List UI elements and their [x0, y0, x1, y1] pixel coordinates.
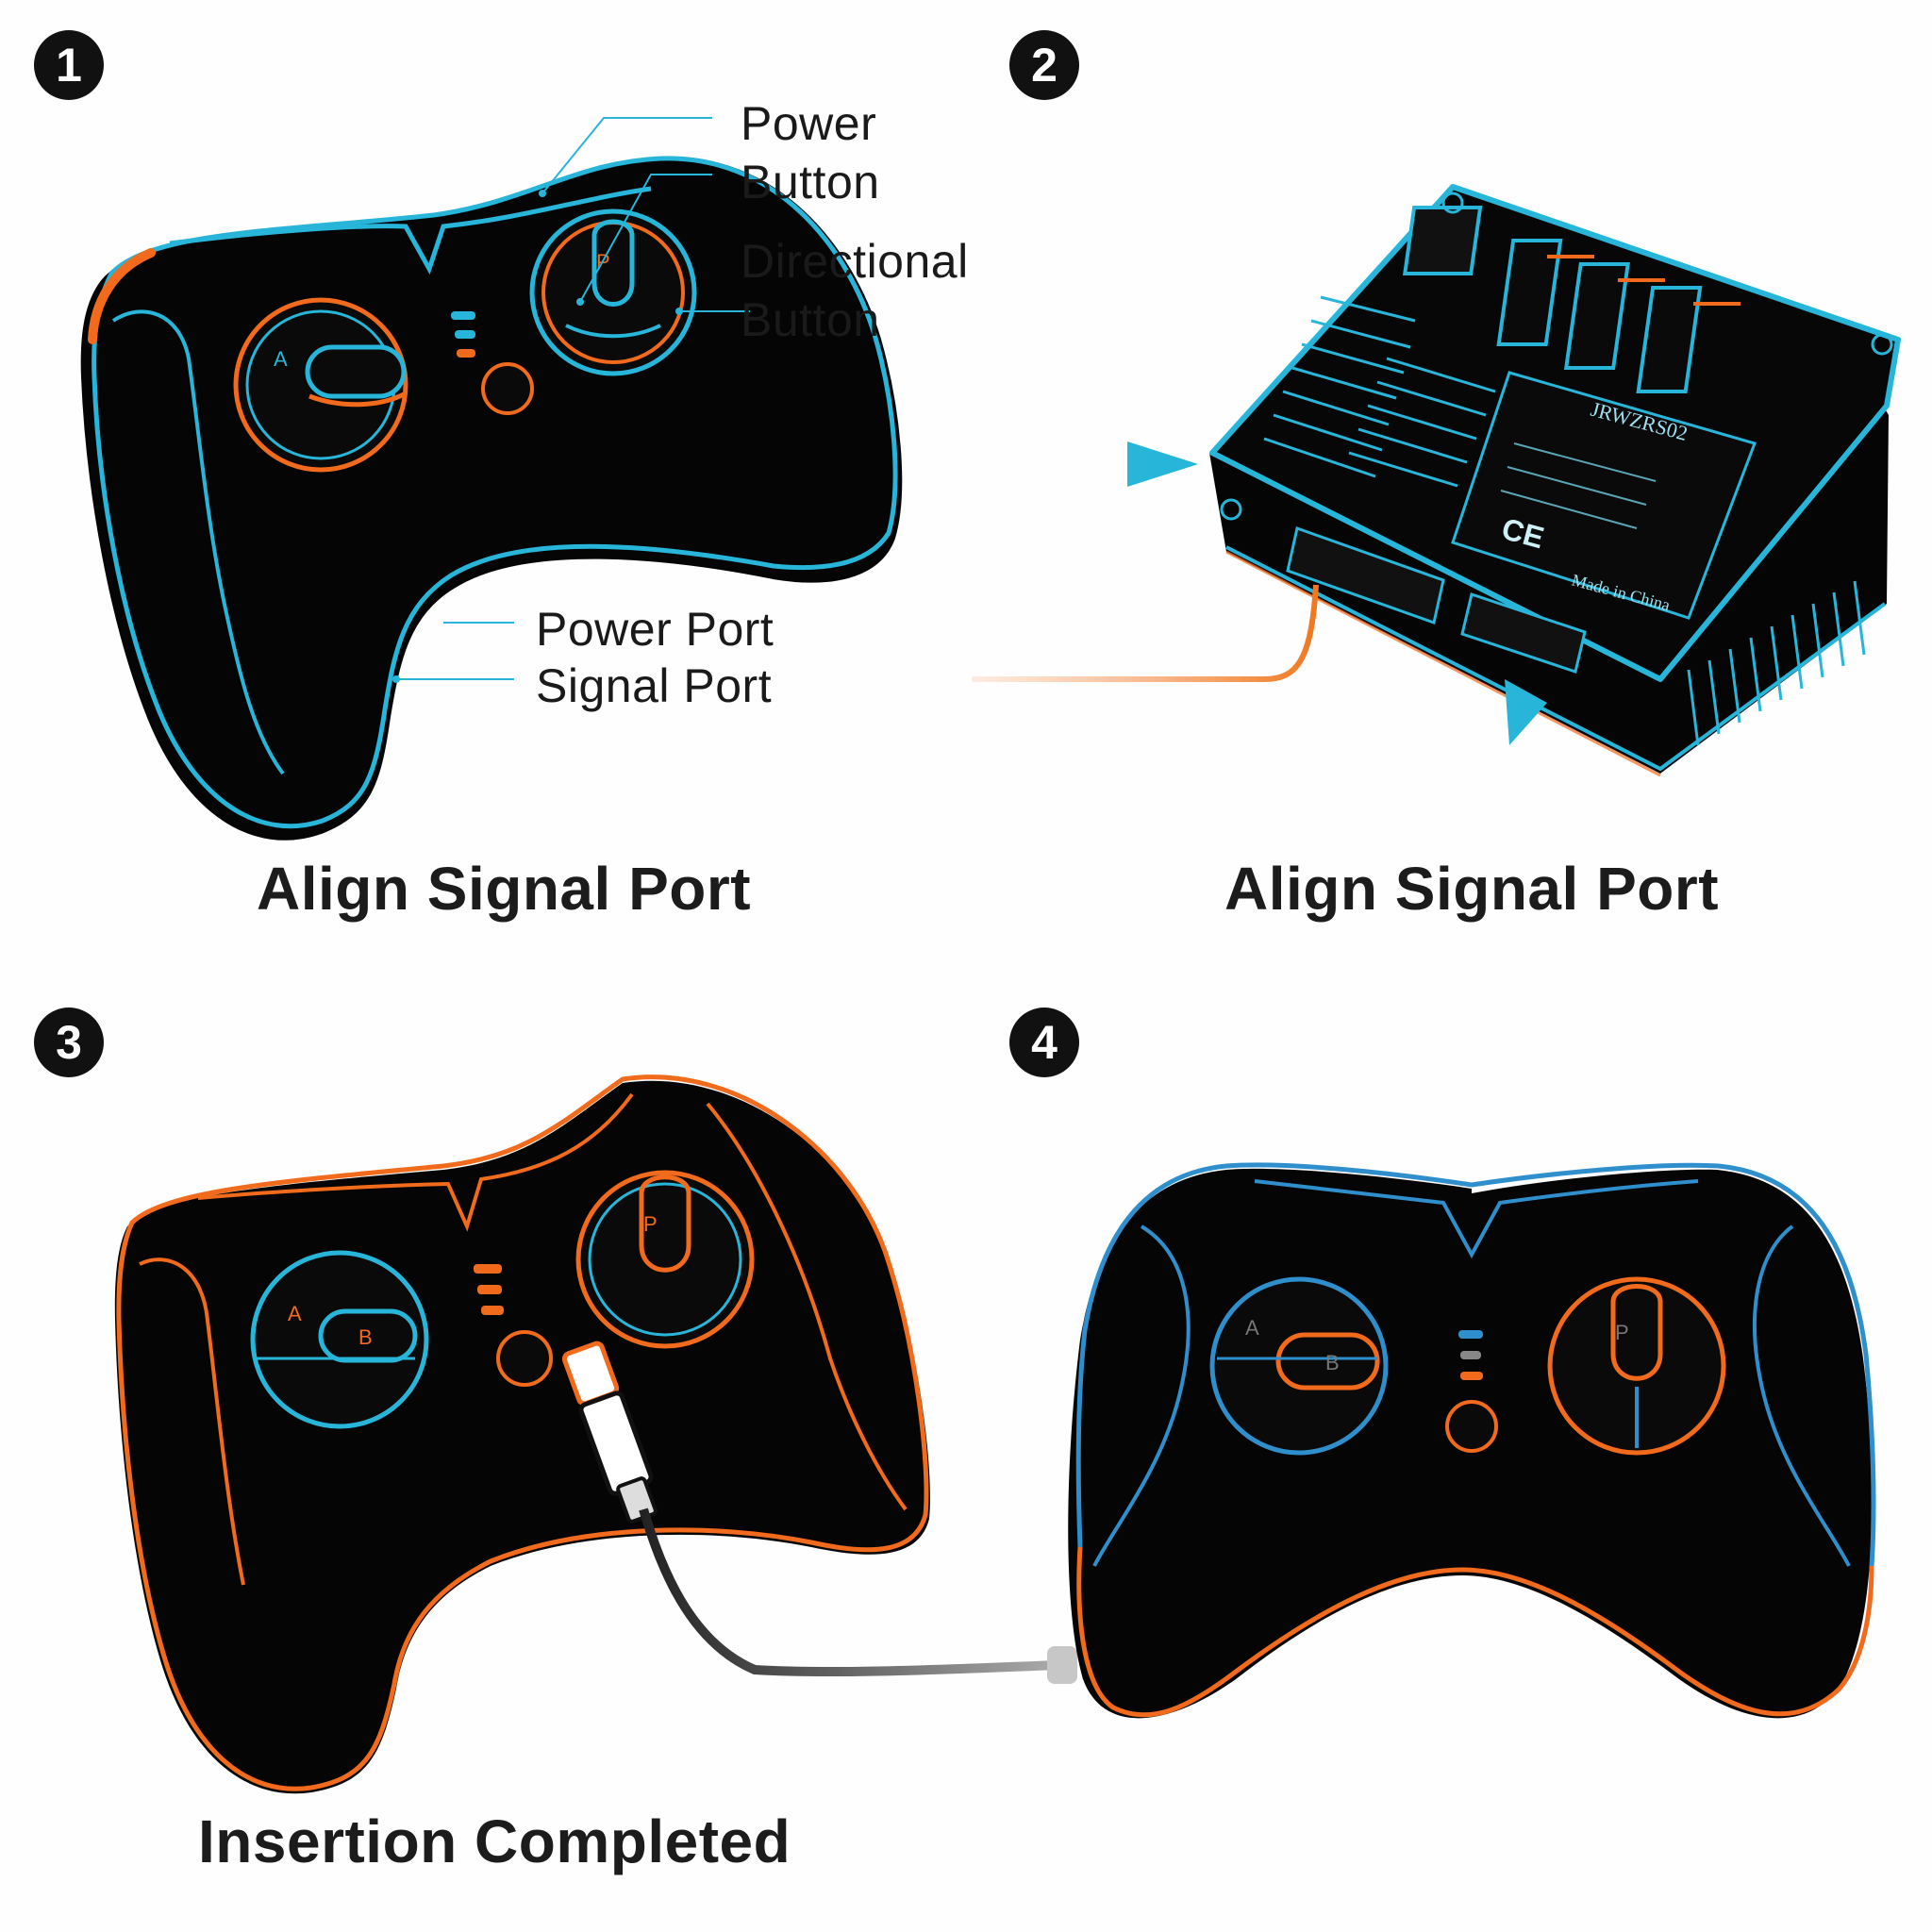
step-2-control-module: JRWZRS02 CE Made in China: [1209, 184, 1901, 777]
button-a-glyph: A: [274, 347, 288, 371]
button-b-glyph: B: [1325, 1351, 1340, 1374]
align-arrow: [972, 441, 1198, 487]
step-1-controller: A P: [80, 117, 903, 841]
button-a-glyph: A: [1245, 1316, 1259, 1340]
button-b-glyph: B: [358, 1325, 373, 1349]
step-1-caption: Align Signal Port: [257, 855, 752, 923]
step-2-caption: Align Signal Port: [1224, 855, 1720, 923]
button-a-glyph: A: [288, 1302, 302, 1325]
step-1-badge: 1: [34, 30, 104, 100]
connection-cable: [639, 1507, 1058, 1677]
step-3-badge: 3: [34, 1008, 104, 1077]
callout-directional-button: Directional Button: [741, 235, 969, 346]
step-2-badge: 2: [1009, 30, 1079, 100]
callout-power-button: Power Button: [741, 97, 880, 208]
button-p-glyph: P: [643, 1212, 658, 1236]
cable-plug-end: [1047, 1646, 1077, 1684]
step-4-controller: A B P: [1068, 1162, 1876, 1719]
step-3-caption: Insertion Completed: [198, 1807, 791, 1875]
callout-power-port: Power Port: [536, 603, 774, 656]
step-4-badge: 4: [1009, 1008, 1079, 1077]
button-p-glyph: P: [1615, 1321, 1629, 1344]
step-3-controller: A B P: [114, 1074, 930, 1794]
callout-signal-port: Signal Port: [536, 659, 773, 712]
signal-wire: [972, 584, 1319, 682]
